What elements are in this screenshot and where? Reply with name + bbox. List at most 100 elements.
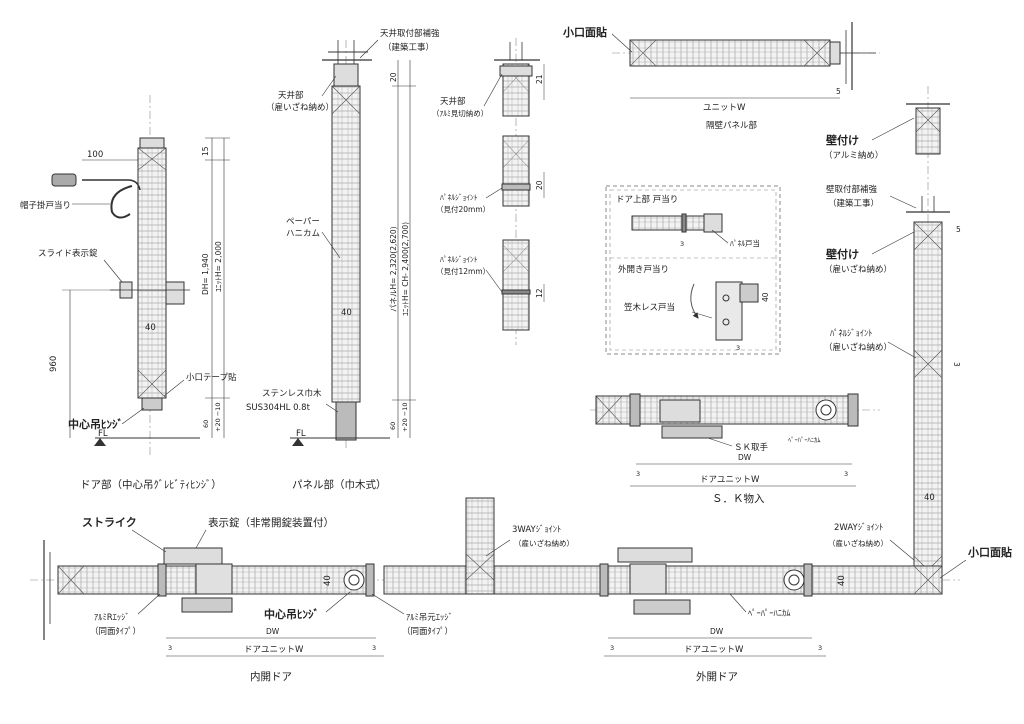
dim-5-top: 5 <box>836 87 841 96</box>
label-building-work: （建築工事） <box>383 42 434 53</box>
dim-3-in-l: 3 <box>168 644 172 652</box>
dim-unit-h: ﾕﾆｯﾄH= 2,000 <box>214 241 223 292</box>
panel-section: FL 40 20 パネルH= 2,320(2,620) ﾕﾆｯﾄH= CH- 2… <box>246 28 440 491</box>
label-building-work-2: （建築工事） <box>828 198 879 209</box>
dim-100: 100 <box>87 150 103 160</box>
label-joint-20: ﾊﾟﾈﾙｼﾞｮｲﾝﾄ <box>440 193 478 202</box>
label-three-way: 3WAYｼﾞｮｲﾝﾄ <box>512 525 561 535</box>
label-paper-hc-sk: ﾍﾟｰﾊﾟｰﾊﾆｶﾑ <box>788 436 821 444</box>
dim-15: 15 <box>201 146 210 156</box>
label-paper-hc-plan: ﾍﾟｰﾊﾟｰﾊﾆｶﾑ <box>748 609 791 619</box>
caption-inswing: 内開ドア <box>250 670 292 683</box>
dim-40-wall: 40 <box>924 493 935 503</box>
fl-label: FL <box>98 429 108 439</box>
label-dw-out: DW <box>710 627 724 636</box>
label-alumi-mikiri: （ｱﾙﾐ見切納め） <box>432 108 488 118</box>
dim-20-joint: 20 <box>535 180 544 190</box>
wall-mount: 40 5 3 壁付け （アルミ納め） 壁取付部補強 （建築工事） 壁付け （雇い… <box>824 86 961 590</box>
sk-storage: ＳＫ取手 ﾍﾟｰﾊﾟｰﾊﾆｶﾑ DW ドアユニットW 3 3 Ｓ．Ｋ物入 <box>590 393 880 505</box>
dim-40-plan-r: 40 <box>837 575 847 586</box>
label-alumi-origin-edge: ｱﾙﾐ吊元ｴｯｼﾞ <box>406 613 453 623</box>
label-center-hinge-side: 中心吊ﾋﾝｼﾞ <box>68 417 123 431</box>
dim-3-out-r: 3 <box>818 644 822 652</box>
label-small-edge-bottom: 小口面貼 <box>967 545 1012 559</box>
dim-3-out-l: 3 <box>610 644 614 652</box>
dim-40: 40 <box>145 323 156 333</box>
label-slide-lock: スライド表示錠 <box>38 248 98 259</box>
label-same-face-1: （同面ﾀｲﾌﾟ） <box>90 626 141 637</box>
label-sus: SUS304HL 0.8t <box>246 403 311 413</box>
dim-gap-panel: 60 <box>389 422 397 430</box>
label-unit-w: ユニットW <box>703 103 746 113</box>
dim-3-stop: 3 <box>736 344 740 352</box>
partition-panel: 小口面貼 ユニットW 5 隔壁パネル部 <box>562 22 880 131</box>
label-panel-joint-wall: ﾊﾟﾈﾙｼﾞｮｲﾝﾄ <box>830 329 873 339</box>
label-ceiling-part: 天井部 <box>278 90 304 101</box>
door-stop-detail: ドア上部 戸当り 3 ﾊﾟﾈﾙ戸当 外開き戸当り 40 笠木レス戸当 3 <box>605 185 781 355</box>
dim-gap: 60 <box>202 420 210 428</box>
dim-3-sk-r: 3 <box>844 470 848 478</box>
dim-3-doortop: 3 <box>680 240 684 248</box>
dim-20: 20 <box>389 72 398 82</box>
label-center-hinge: 中心吊ﾋﾝｼﾞ <box>264 607 319 621</box>
label-kasagi-stop: 笠木レス戸当 <box>624 302 675 313</box>
joint-sections: 21 20 12 天井部 （ｱﾙﾐ見切納め） ﾊﾟﾈﾙｼﾞｮｲﾝﾄ （見付20m… <box>432 38 545 345</box>
label-same-face-2: （同面ﾀｲﾌﾟ） <box>402 626 453 637</box>
label-hat-stop: 帽子掛戸当り <box>20 200 71 211</box>
label-wall-reinf: 壁取付部補強 <box>826 184 878 195</box>
label-yatoi-2way: （雇いざね納め） <box>828 538 888 548</box>
caption-door-section: ドア部（中心吊ｸﾞﾚﾋﾞﾃｨﾋﾝｼﾞ） <box>80 478 222 491</box>
label-joint-12: ﾊﾟﾈﾙｼﾞｮｲﾝﾄ <box>440 255 478 264</box>
dim-gap-tol: +20 −10 <box>214 402 222 432</box>
label-door-unit-w-out: ドアユニットW <box>684 645 744 655</box>
fl-label-panel: FL <box>296 429 306 439</box>
label-alumi-fit: （アルミ納め） <box>824 150 883 161</box>
label-alumi-r-edge: ｱﾙﾐRｴｯｼﾞ <box>94 613 130 623</box>
dim-3-wall: 3 <box>952 362 961 367</box>
label-paper-1: ペーパー <box>286 217 320 227</box>
label-small-tape: 小口テープ貼 <box>186 372 237 383</box>
dim-unit-h2: ﾕﾆｯﾄH= CH- 2,400(2,700) <box>401 222 410 316</box>
label-two-way: 2WAYｼﾞｮｲﾝﾄ <box>834 523 883 533</box>
dim-gap-tol-panel: +20 −10 <box>401 402 409 432</box>
label-mitsuke-20: （見付20mm） <box>436 204 490 214</box>
dim-21: 21 <box>535 74 544 84</box>
label-sk-handle: ＳＫ取手 <box>734 442 769 453</box>
label-panel-stop: ﾊﾟﾈﾙ戸当 <box>730 238 760 248</box>
dim-dh: DH= 1,940 <box>201 253 210 295</box>
label-stainless: ステンレス巾木 <box>262 388 322 399</box>
label-dw-sk: DW <box>738 453 752 462</box>
label-yatoi-ceiling: （雇いざね納め） <box>266 102 334 113</box>
label-yatoi-3way: （雇いざね納め） <box>514 538 574 548</box>
caption-outswing: 外開ドア <box>696 671 738 683</box>
label-paper-2: ハニカム <box>286 229 320 239</box>
dim-3-sk-l: 3 <box>636 470 640 478</box>
dim-5-wall: 5 <box>956 225 961 234</box>
label-dw-in: DW <box>266 627 280 636</box>
label-door-unit-w-sk: ドアユニットW <box>700 475 760 485</box>
dim-40-panel: 40 <box>341 308 352 318</box>
caption-partition: 隔壁パネル部 <box>706 120 758 131</box>
dim-40-plan: 40 <box>323 575 333 586</box>
caption-sk-storage: Ｓ．Ｋ物入 <box>712 492 765 505</box>
dim-960: 960 <box>49 356 59 372</box>
label-door-unit-w-in: ドアユニットW <box>244 645 304 655</box>
door-section: FL 100 40 960 15 DH= 1,940 ﾕﾆｯﾄH= 2,000 … <box>20 95 237 491</box>
plan-view: 40 40 ストライク 表示錠（非常開錠装置付） 3WAYｼﾞｮｲﾝﾄ （雇いざ… <box>30 497 1012 683</box>
label-wall-mount-2: 壁付け <box>826 247 859 261</box>
dim-12: 12 <box>535 288 544 298</box>
label-ceiling-part-2: 天井部 <box>440 96 466 107</box>
label-strike: ストライク <box>82 516 137 529</box>
label-mitsuke-12: （見付12mm） <box>436 266 490 276</box>
caption-panel-section: パネル部（巾木式） <box>292 478 387 491</box>
label-door-top: ドア上部 戸当り <box>616 194 678 205</box>
dim-panel-h: パネルH= 2,320(2,620) <box>389 226 398 312</box>
label-small-edge-top: 小口面貼 <box>562 25 607 39</box>
dim-40-stop: 40 <box>761 292 770 302</box>
label-indicator-lock: 表示錠（非常開錠装置付） <box>208 516 334 529</box>
label-wall-mount-1: 壁付け <box>826 133 859 147</box>
label-yatoi-wall-2: （雇いざね納め） <box>824 342 892 353</box>
label-ceiling-reinf: 天井取付部補強 <box>380 28 440 39</box>
label-yatoi-wall: （雇いざね納め） <box>824 264 892 275</box>
